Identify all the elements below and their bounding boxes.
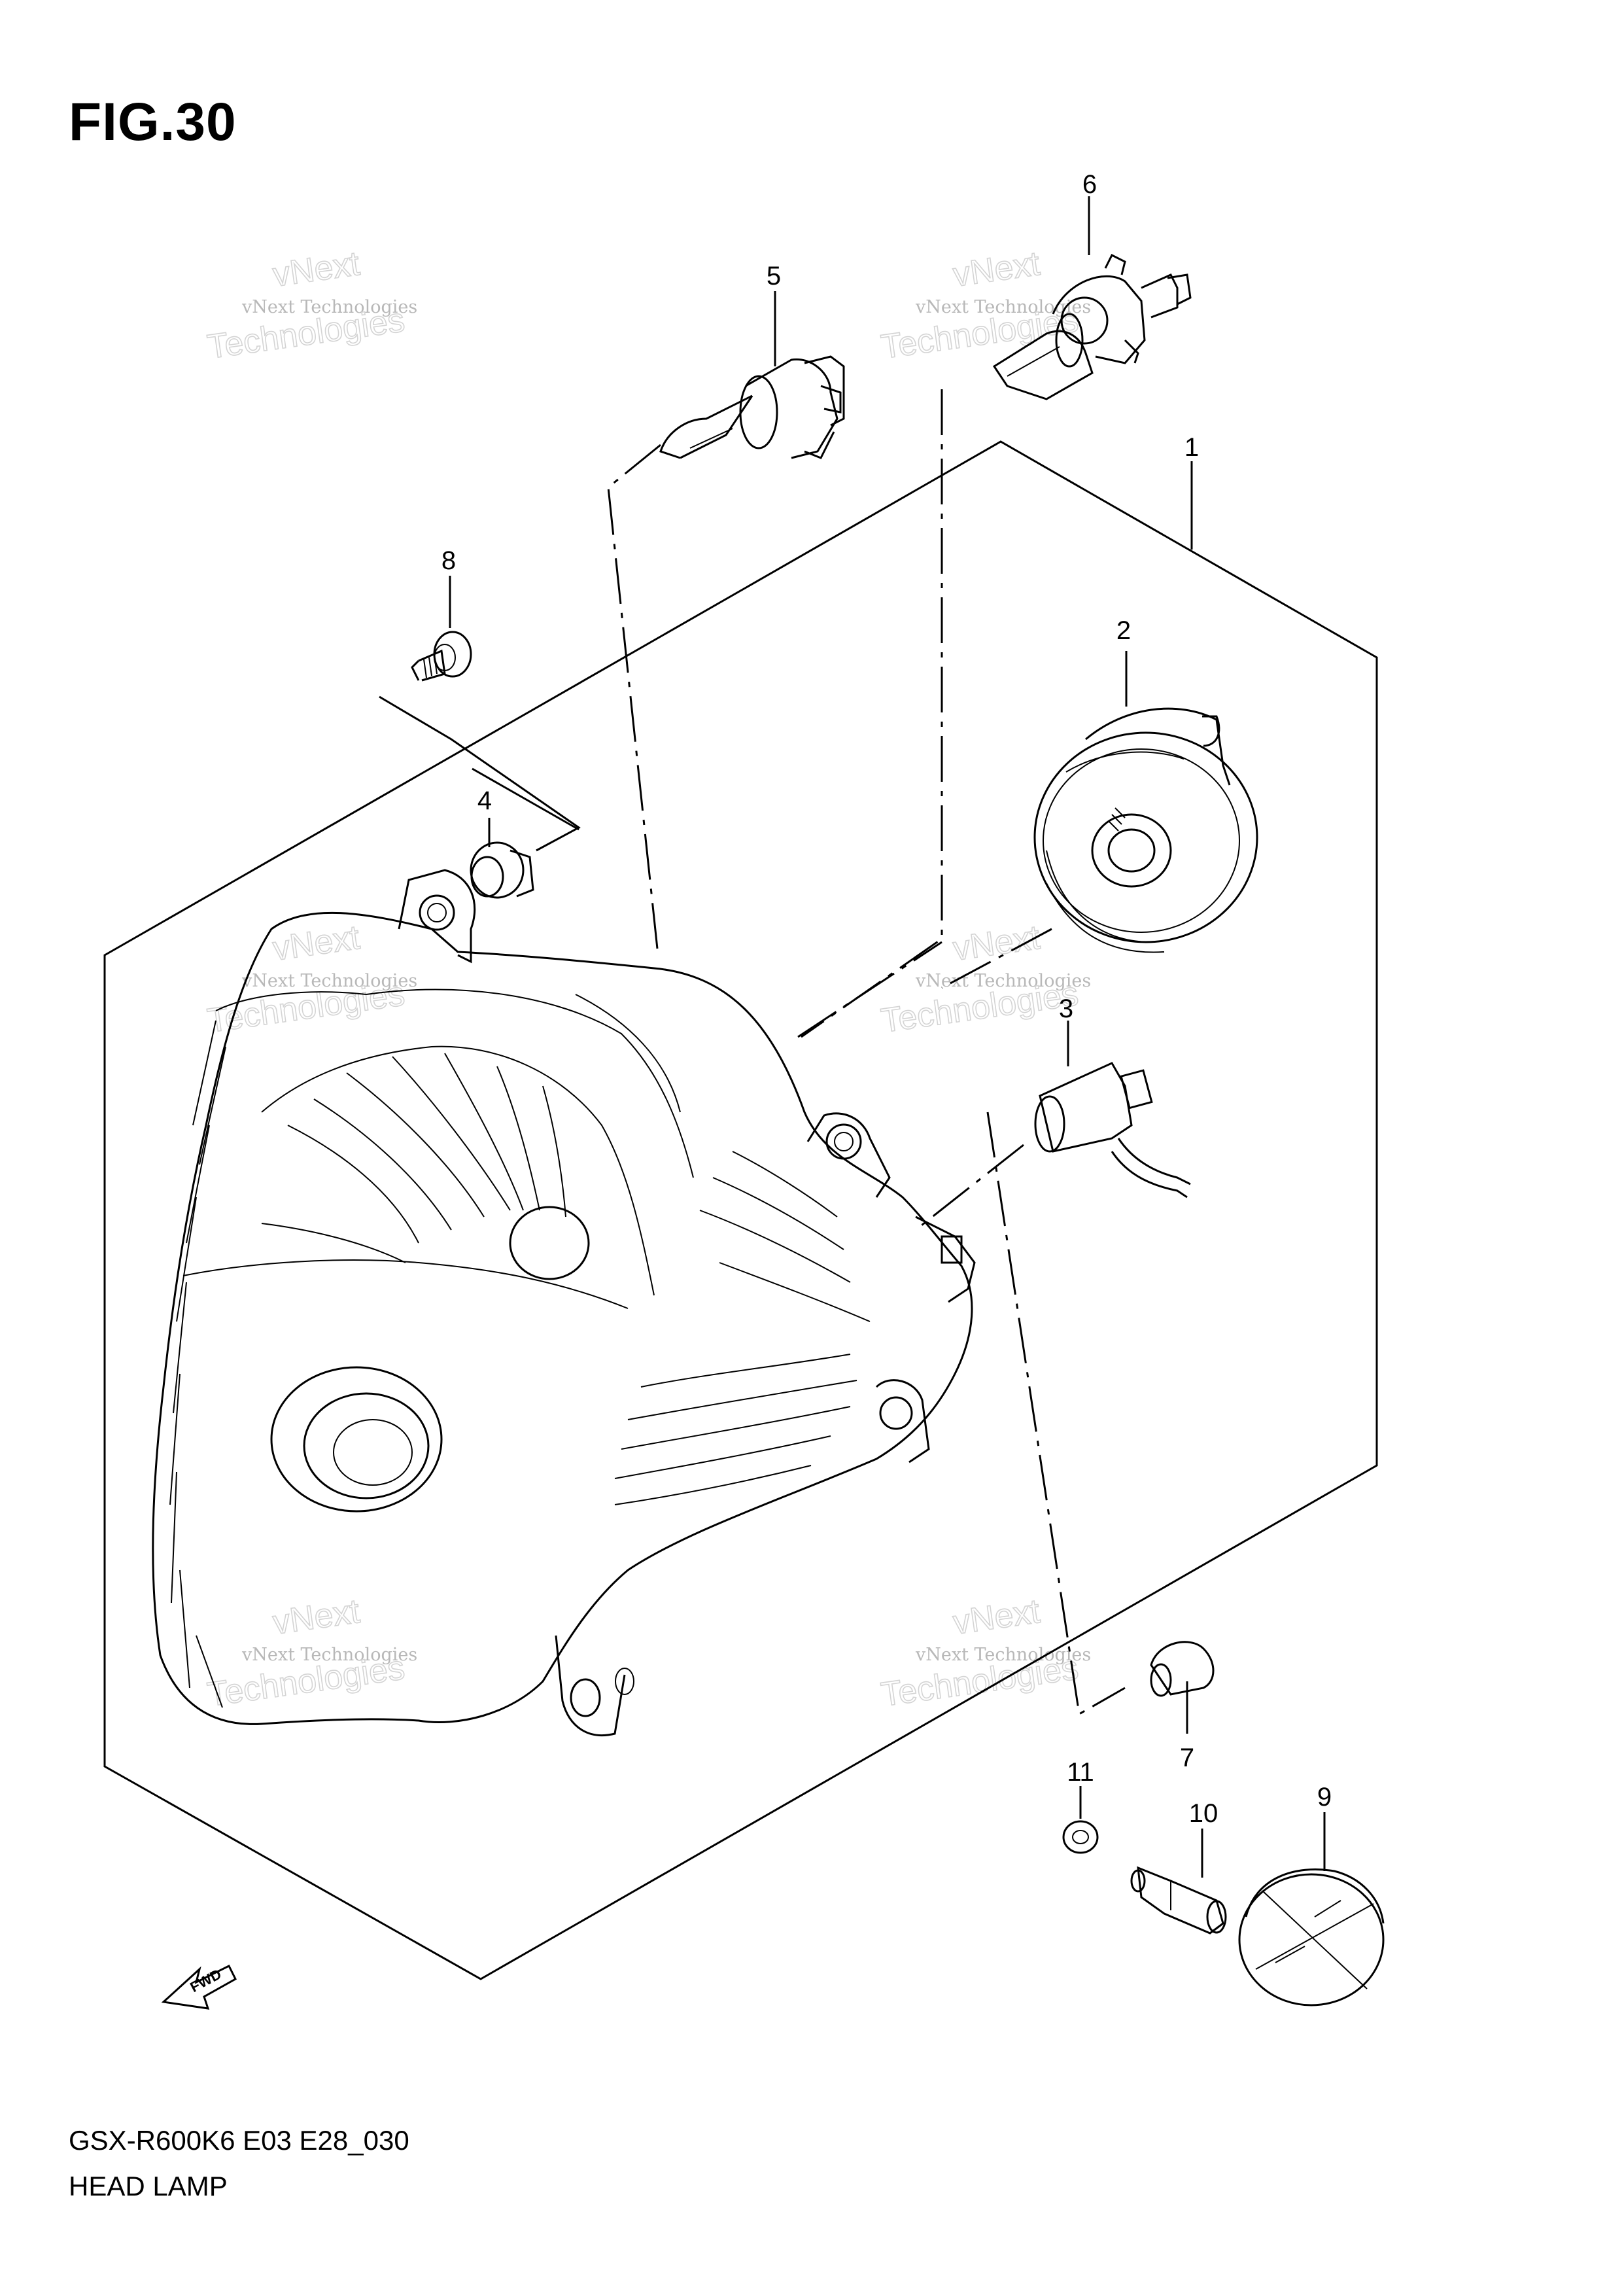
part-name: HEAD LAMP [69, 2171, 228, 2201]
figure-title: FIG.30 [69, 92, 237, 152]
bottom-mount-bracket [555, 1635, 634, 1737]
svg-text:vNext Technologies: vNext Technologies [241, 1645, 417, 1665]
fwd-label: FWD [187, 1966, 224, 1996]
watermark-3: vNext Technologies vNext Technologies [205, 918, 417, 1041]
callout-7: 7 [1180, 1743, 1194, 1772]
part-5-bulb [659, 355, 845, 459]
watermark-2: vNext Technologies vNext Technologies [878, 244, 1091, 367]
svg-text:vNext: vNext [951, 1592, 1043, 1642]
svg-text:vNext: vNext [951, 245, 1043, 294]
part-4-grommet [470, 841, 534, 899]
leader-lines [379, 196, 1326, 1878]
callout-5: 5 [767, 262, 781, 290]
callout-1: 1 [1184, 433, 1199, 462]
position-light-lens [509, 1206, 590, 1280]
svg-text:vNext: vNext [271, 1592, 362, 1642]
part-8-screw [411, 631, 472, 682]
assembly-outline-box [103, 440, 1378, 1980]
callout-11: 11 [1067, 1758, 1094, 1787]
reflector-lines [261, 1053, 871, 1505]
model-code: GSX-R600K6 E03 E28_030 [69, 2125, 409, 2156]
watermark-6: vNext Technologies vNext Technologies [878, 1592, 1091, 1715]
watermark-5: vNext Technologies vNext Technologies [205, 1592, 417, 1715]
part-7-bulb [1150, 1641, 1215, 1697]
part-3-socket [1034, 1062, 1191, 1199]
projector-lens [270, 1366, 443, 1513]
side-connector [915, 1216, 976, 1303]
svg-text:vNext: vNext [271, 919, 362, 968]
svg-text:vNext: vNext [951, 919, 1043, 968]
callout-4: 4 [477, 786, 492, 815]
part-9-cap [1238, 1868, 1385, 2006]
svg-text:vNext Technologies: vNext Technologies [241, 297, 417, 317]
part-11-washer [1062, 1820, 1099, 1854]
part-2-dust-cover [1033, 707, 1258, 953]
callout-9: 9 [1317, 1783, 1332, 1812]
callout-10: 10 [1189, 1799, 1218, 1828]
top-mount-bracket [398, 869, 476, 964]
lower-right-bracket [875, 1379, 930, 1463]
callout-labels: 1 2 3 4 5 6 7 8 9 10 11 [441, 170, 1332, 1828]
callout-6: 6 [1082, 170, 1097, 199]
headlamp-assembly [152, 869, 976, 1737]
callout-8: 8 [441, 546, 456, 575]
hatch-left-edge [169, 1020, 226, 1708]
fwd-arrow-icon: FWD [161, 1964, 237, 2010]
callout-2: 2 [1116, 616, 1131, 645]
part-10-pin [1130, 1866, 1227, 1935]
watermark-1: vNext Technologies vNext Technologies [205, 244, 417, 367]
svg-text:vNext: vNext [271, 245, 362, 294]
part-6-bulb [992, 253, 1192, 400]
svg-text:vNext Technologies: vNext Technologies [241, 971, 417, 991]
svg-text:vNext Technologies: vNext Technologies [915, 1645, 1091, 1665]
callout-3: 3 [1059, 994, 1073, 1023]
right-mount-bracket [806, 1112, 891, 1198]
svg-text:vNext Technologies: vNext Technologies [915, 971, 1091, 991]
